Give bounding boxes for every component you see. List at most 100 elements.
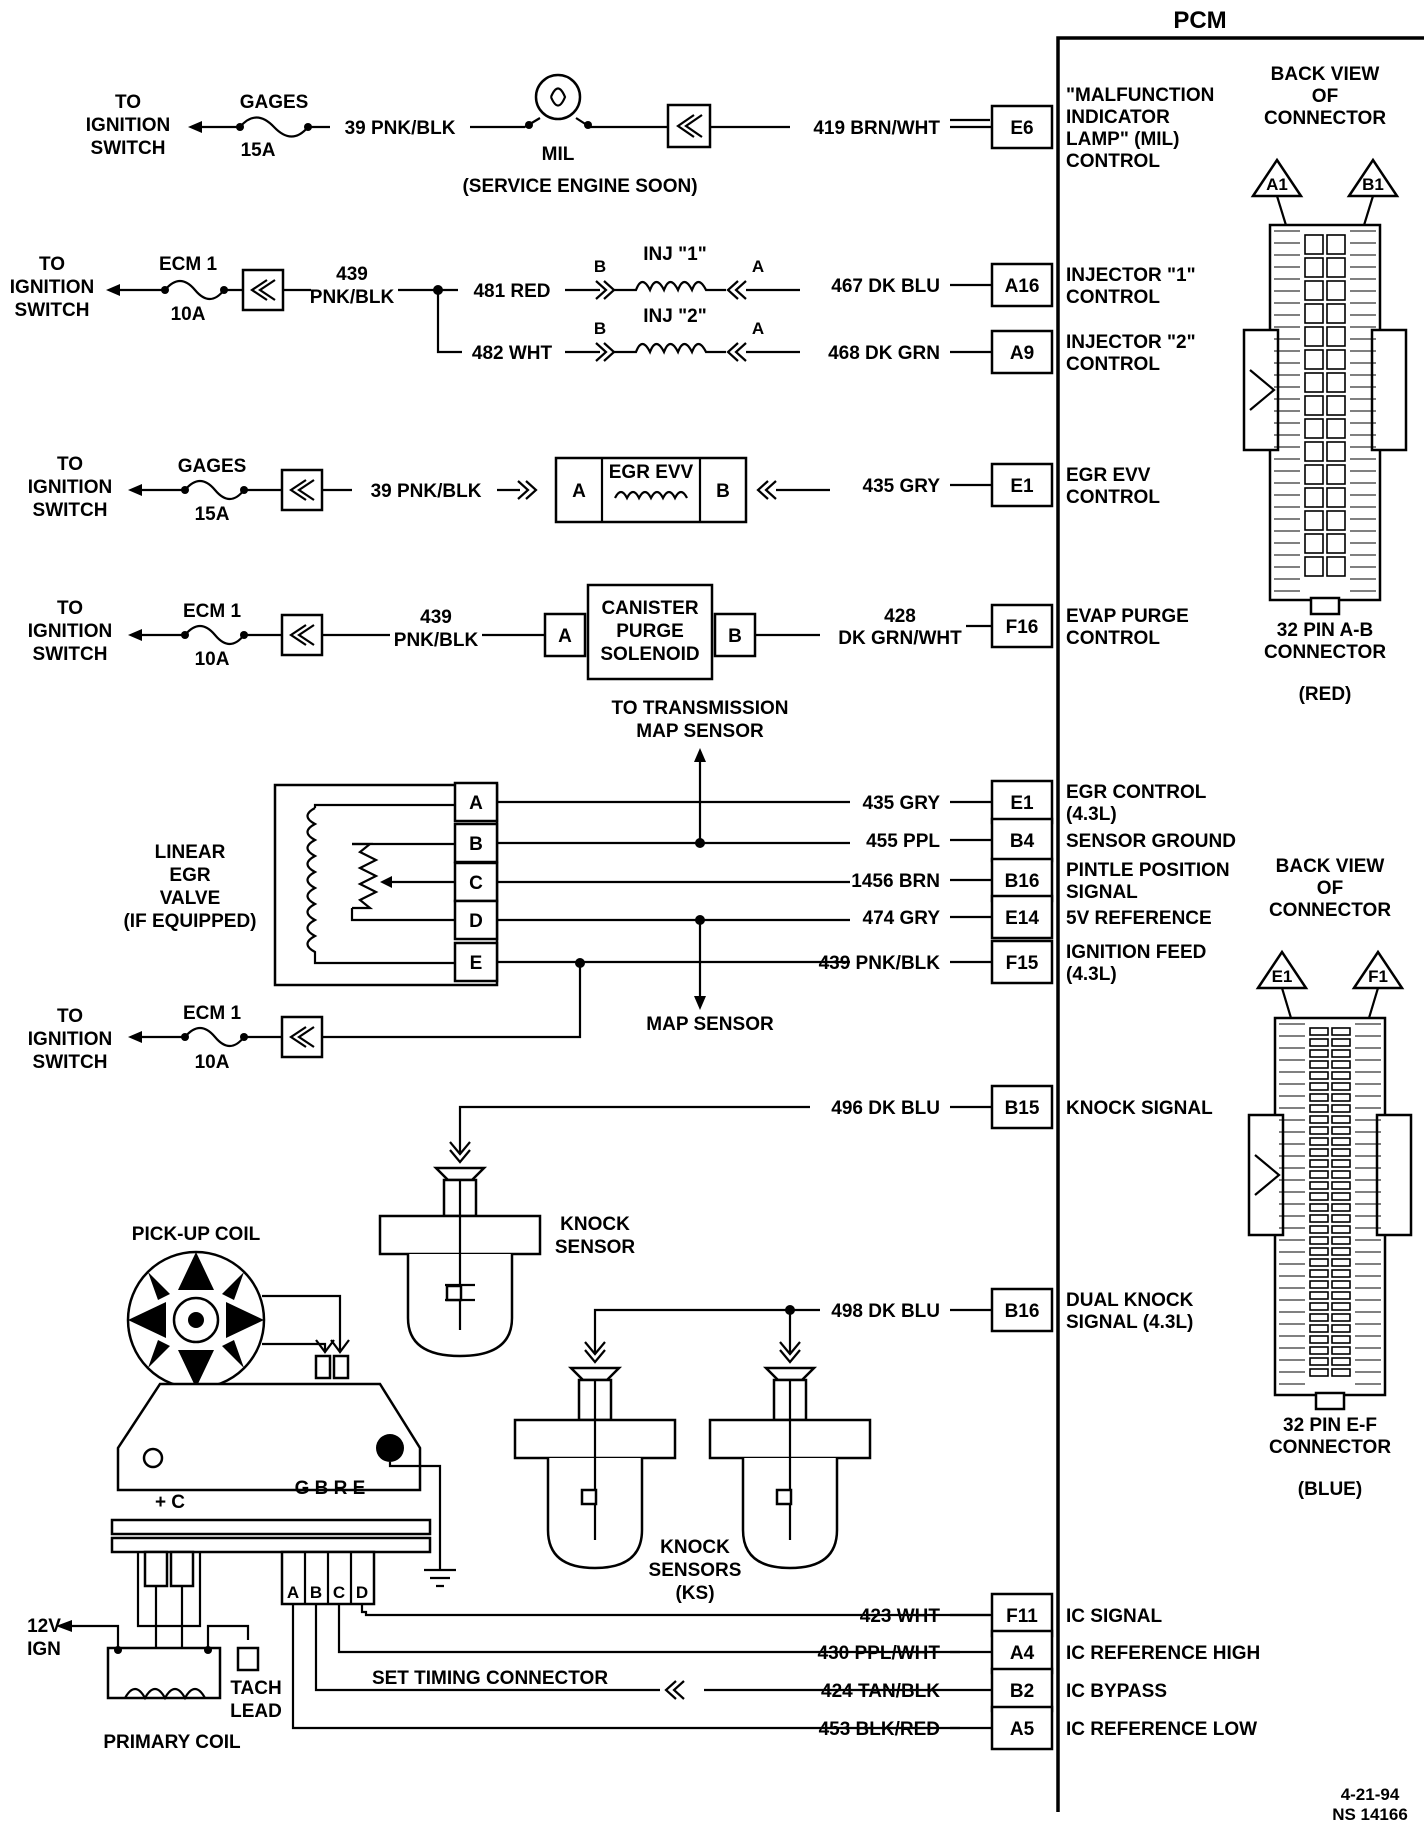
egr-evv-circuit: TO IGNITION SWITCH GAGES 15A 39 PNK/BLK … <box>28 454 830 525</box>
mil-fuse-rating: 15A <box>241 140 276 161</box>
pin-marker-label: F1 <box>1368 967 1388 986</box>
egr-pin-box <box>453 899 499 941</box>
tach-lead-icon <box>236 1646 260 1672</box>
knock-sensors-label-1: KNOCK <box>660 1537 730 1558</box>
arrow-left-icon <box>128 484 142 496</box>
inj2-pin-a: A <box>752 319 764 338</box>
fuse-icon <box>184 1026 245 1048</box>
terminal-function: 5V REFERENCE <box>1066 908 1212 929</box>
terminal-id: A16 <box>1005 276 1040 297</box>
ign-label-2: IGN <box>27 1639 61 1660</box>
can-device-3: SOLENOID <box>600 644 699 665</box>
pin-d-label: D <box>356 1583 368 1602</box>
mil-to-label-1: TO <box>115 92 141 113</box>
evv-to-label-2: IGNITION <box>28 477 112 498</box>
wire-label: 423 WHT <box>860 1606 941 1627</box>
can-to-label-1: TO <box>57 598 83 619</box>
arrow-left-icon <box>188 121 202 133</box>
terminal-id: B4 <box>1010 831 1035 852</box>
tach-lead-label-1: TACH <box>230 1678 281 1699</box>
egr-valve-label-1: LINEAR <box>155 842 226 863</box>
coil-icon <box>614 490 688 501</box>
terminal-id: E6 <box>1010 118 1033 139</box>
egr-pin-a: A <box>469 793 483 814</box>
inj-to-label-1: TO <box>39 254 65 275</box>
inj-fuse-name: ECM 1 <box>159 254 218 275</box>
splice-icon <box>695 838 705 848</box>
evv-pin-a: A <box>572 481 586 502</box>
lamp-icon <box>534 73 582 121</box>
set-timing-label: SET TIMING CONNECTOR <box>372 1668 608 1689</box>
pin-marker-label: E1 <box>1272 967 1293 986</box>
terminal-function: IC REFERENCE HIGH <box>1066 1643 1260 1664</box>
terminal-id: A9 <box>1010 343 1034 364</box>
pin-a-label: A <box>287 1583 299 1602</box>
terminal-id: F11 <box>1006 1606 1038 1627</box>
canister-circuit: TO IGNITION SWITCH ECM 1 10A 439 PNK/BLK… <box>28 583 820 681</box>
egr-pin-e: E <box>470 953 483 974</box>
ignition-module-device <box>116 1382 422 1492</box>
figure-ref: NS 14166 <box>1332 1805 1408 1824</box>
egr-fuse-rating: 10A <box>195 1052 230 1073</box>
can-fuse-rating: 10A <box>195 649 230 670</box>
terminal-function: (4.3L) <box>1066 964 1117 985</box>
can-device-1: CANISTER <box>601 598 698 619</box>
date-stamp: 4-21-94 <box>1341 1785 1400 1804</box>
egr-fuse-name: ECM 1 <box>183 1003 242 1024</box>
connector-name: CONNECTOR <box>1269 1437 1391 1458</box>
terminal-function: IC REFERENCE LOW <box>1066 1719 1257 1740</box>
wire-label: 435 GRY <box>863 476 941 497</box>
wire-label: 1456 BRN <box>851 871 940 892</box>
plus-c-label: + C <box>155 1492 185 1513</box>
terminal-function: SENSOR GROUND <box>1066 831 1236 852</box>
terminal-box <box>990 1287 1054 1333</box>
evv-to-label-1: TO <box>57 454 83 475</box>
terminal-function: (4.3L) <box>1066 804 1117 825</box>
terminal-box <box>990 939 1054 985</box>
connector-name: CONNECTOR <box>1264 642 1386 663</box>
wire-label: 474 GRY <box>863 908 941 929</box>
terminal-id: E14 <box>1005 908 1039 929</box>
terminal-function: CONTROL <box>1066 151 1160 172</box>
to-trans-map-2: MAP SENSOR <box>636 721 764 742</box>
canister-solenoid-device <box>586 583 714 681</box>
egr-pin-box <box>453 861 499 903</box>
mil-fuse-name: GAGES <box>240 92 309 113</box>
fuse-icon <box>239 116 309 138</box>
mil-circuit: TO IGNITION SWITCH GAGES 15A 39 PNK/BLK … <box>86 73 990 197</box>
knock-circuit: KNOCK SENSOR KNOCK SENSORS (KS) <box>378 1105 872 1604</box>
pin-marker-label: A1 <box>1266 175 1288 194</box>
connector-name: 32 PIN A-B <box>1277 620 1373 641</box>
terminal-function: EGR CONTROL <box>1066 782 1207 803</box>
inj1-wire: 481 RED <box>473 281 550 302</box>
inj1-pin-b: B <box>594 257 606 276</box>
knock-sensors-label-2: SENSORS <box>649 1560 742 1581</box>
knock-sensor-label-2: SENSOR <box>555 1237 636 1258</box>
knock-sensors-label-3: (KS) <box>675 1583 714 1604</box>
terminal-function: INDICATOR <box>1066 107 1170 128</box>
fuse-icon <box>164 279 225 301</box>
terminal-function: EGR EVV <box>1066 465 1151 486</box>
mil-to-label-3: SWITCH <box>91 138 166 159</box>
wire-label: 424 TAN/BLK <box>821 1681 940 1702</box>
terminal-function: LAMP" (MIL) <box>1066 129 1179 150</box>
connector-color: (RED) <box>1299 684 1352 705</box>
can-pin-b: B <box>728 626 742 647</box>
inj2-pin-b: B <box>594 319 606 338</box>
terminal-id: A4 <box>1010 1643 1035 1664</box>
arrow-left-icon <box>128 629 142 641</box>
connector-icon <box>280 1015 324 1059</box>
terminal-id: B16 <box>1005 1301 1040 1322</box>
egr-valve-label-3: VALVE <box>160 888 221 909</box>
can-feed-wire-1: 439 <box>420 607 452 628</box>
egr-valve-label-2: EGR <box>169 865 210 886</box>
wire-label: DK GRN/WHT <box>838 628 962 649</box>
